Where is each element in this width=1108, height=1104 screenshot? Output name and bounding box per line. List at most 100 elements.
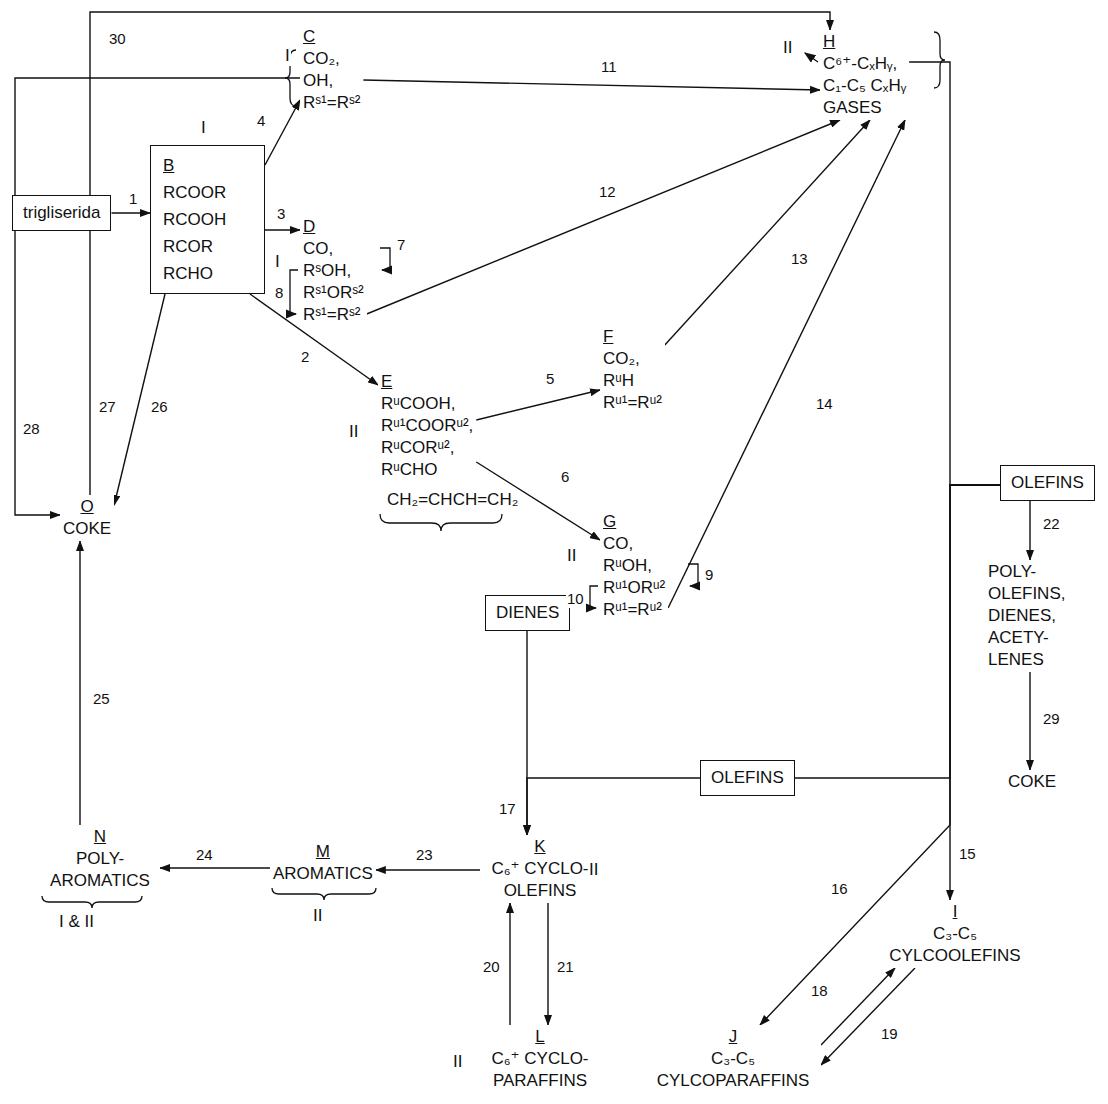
callout-number: 8 bbox=[274, 284, 284, 302]
reaction-arrow bbox=[509, 903, 510, 1025]
step-number: 6 bbox=[560, 468, 570, 486]
node-text: CO, bbox=[303, 238, 364, 260]
reaction-arrow bbox=[160, 867, 270, 868]
brace bbox=[380, 514, 502, 531]
reaction-arrow bbox=[367, 120, 840, 314]
node-text: C⁶⁺-CₓHᵧ, bbox=[823, 53, 906, 75]
node-text: Rˢ¹=Rˢ² bbox=[303, 92, 360, 114]
step-number: 24 bbox=[195, 846, 214, 864]
node-text: OH, bbox=[303, 70, 360, 92]
step-number: 25 bbox=[92, 690, 111, 708]
node-text: C₆⁺ CYCLO- OLEFINS bbox=[483, 858, 597, 902]
reaction-arrow bbox=[79, 541, 80, 825]
node-text: RCOR bbox=[163, 233, 252, 260]
species-group: DCO,RˢOH,Rˢ¹ORˢ²Rˢ¹=Rˢ² bbox=[300, 215, 367, 327]
step-number: 12 bbox=[598, 183, 617, 201]
node-text: OLEFINS bbox=[1011, 472, 1084, 494]
reaction-arrow bbox=[526, 631, 527, 835]
node-text: POLY- OLEFINS, DIENES, ACETY- LENES bbox=[988, 561, 1080, 671]
node-text: C₁-C₅ CₓHᵧ bbox=[823, 75, 906, 97]
reaction-arrow bbox=[950, 485, 1000, 900]
node-text: E bbox=[381, 371, 473, 393]
node-text: C₆⁺ CYCLO- PARAFFINS bbox=[483, 1048, 597, 1092]
reaction-arrow bbox=[15, 78, 300, 515]
step-number: 20 bbox=[482, 958, 501, 976]
reaction-arrow bbox=[265, 229, 300, 230]
reaction-arrow bbox=[527, 778, 700, 835]
step-number: 13 bbox=[790, 250, 809, 268]
node-text: B bbox=[163, 152, 252, 179]
node-text: Rˢ¹ORˢ² bbox=[303, 282, 364, 304]
node-text: J bbox=[648, 1026, 818, 1048]
node-text: C bbox=[303, 26, 360, 48]
process-box: DIENES bbox=[485, 595, 570, 631]
small-arrow bbox=[805, 53, 818, 62]
node-text: Rᵘ¹=Rᵘ² bbox=[603, 599, 665, 621]
node-text: G bbox=[603, 511, 665, 533]
process-box: trigliserida bbox=[12, 195, 111, 231]
step-number: 22 bbox=[1042, 515, 1061, 533]
node-text: RCOOR bbox=[163, 179, 252, 206]
species-group: GCO,RᵘOH,Rᵘ¹ORᵘ²Rᵘ¹=Rᵘ² bbox=[600, 510, 668, 622]
node-text: Rˢ¹=Rˢ² bbox=[303, 304, 364, 326]
roman-label: CH₂=CHCH=CH₂ bbox=[386, 490, 519, 510]
reaction-arrow bbox=[1029, 501, 1030, 560]
callout-number: 10 bbox=[566, 590, 585, 608]
process-box: BRCOORRCOOHRCORRCHO bbox=[150, 145, 265, 294]
reaction-arrow bbox=[795, 485, 1000, 778]
roman-label: I bbox=[274, 252, 281, 272]
node-text: H bbox=[823, 31, 906, 53]
node-text: OLEFINS bbox=[711, 767, 784, 789]
step-number: 29 bbox=[1042, 710, 1061, 728]
node-text: AROMATICS bbox=[273, 863, 373, 885]
reaction-arrow bbox=[1029, 672, 1030, 770]
roman-label: I & II bbox=[58, 912, 95, 932]
species-group: IC₃-C₅ CYLCOOLEFINS bbox=[880, 900, 1030, 968]
process-box: OLEFINS bbox=[700, 760, 795, 796]
node-text: COKE bbox=[1008, 771, 1056, 793]
node-text: RᵘCOOH, bbox=[381, 393, 473, 415]
roman-label: II bbox=[566, 546, 577, 566]
node-text: RᵘCHO bbox=[381, 459, 473, 481]
node-text: DIENES bbox=[496, 602, 559, 624]
node-text: trigliserida bbox=[23, 202, 100, 224]
roman-label: II bbox=[782, 38, 793, 58]
step-number: 5 bbox=[545, 370, 555, 388]
roman-label: I bbox=[200, 118, 207, 138]
loop-arrow bbox=[290, 270, 298, 314]
node-text: RCOOH bbox=[163, 206, 252, 233]
node-text: C₃-C₅ CYLCOPARAFFINS bbox=[648, 1048, 818, 1092]
step-number: 14 bbox=[815, 395, 834, 413]
reaction-arrow bbox=[476, 390, 600, 420]
reaction-arrow bbox=[821, 968, 915, 1065]
node-text: M bbox=[273, 841, 373, 863]
reaction-arrow bbox=[547, 903, 548, 1025]
node-text: Rᵘ¹ORᵘ² bbox=[603, 577, 665, 599]
node-text: POLY- AROMATICS bbox=[43, 848, 157, 892]
step-number: 15 bbox=[958, 845, 977, 863]
node-text: K bbox=[483, 836, 597, 858]
reaction-arrow bbox=[250, 294, 378, 385]
species-group: MAROMATICS bbox=[270, 840, 376, 886]
node-text: GASES bbox=[823, 97, 906, 119]
callout-number: 27 bbox=[98, 398, 117, 416]
reaction-arrow bbox=[909, 62, 1000, 485]
node-text: I bbox=[883, 901, 1027, 923]
node-text: L bbox=[483, 1026, 597, 1048]
species-group: JC₃-C₅ CYLCOPARAFFINS bbox=[645, 1025, 821, 1093]
species-group: FCO₂,RᵘHRᵘ¹=Rᵘ² bbox=[600, 325, 665, 415]
node-text: RᵘOH, bbox=[603, 555, 665, 577]
step-number: 2 bbox=[300, 348, 310, 366]
reaction-arrow bbox=[90, 12, 830, 495]
species-group: LC₆⁺ CYCLO- PARAFFINS bbox=[480, 1025, 600, 1093]
process-box: OLEFINS bbox=[1000, 465, 1095, 501]
step-number: 19 bbox=[880, 1025, 899, 1043]
step-number: 3 bbox=[276, 205, 286, 223]
step-number: 23 bbox=[415, 846, 434, 864]
node-text: CO, bbox=[603, 533, 665, 555]
reaction-arrow bbox=[363, 80, 820, 90]
node-text: RCHO bbox=[163, 260, 252, 287]
reaction-arrow bbox=[376, 869, 480, 870]
roman-label: II bbox=[312, 906, 323, 926]
brace bbox=[42, 896, 142, 908]
